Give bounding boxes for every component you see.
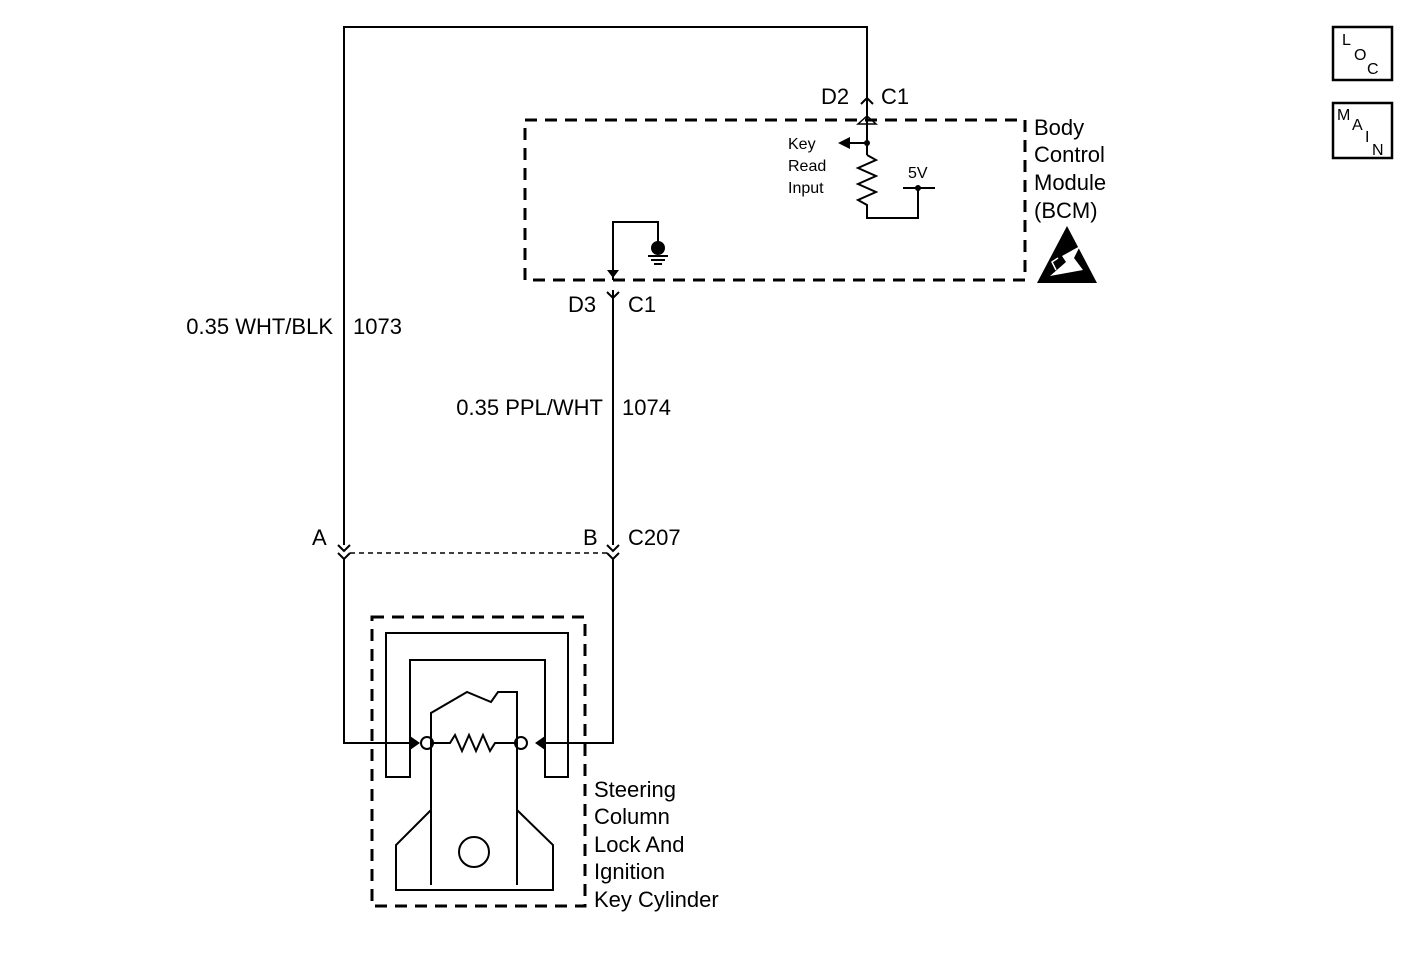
loc-letter-2: O xyxy=(1354,47,1366,64)
component-label-line-4: Ignition xyxy=(594,859,665,884)
key-read-input-line-3: Input xyxy=(788,180,824,197)
connector-d2-label: D2 xyxy=(821,84,849,109)
wire-1073-circuit: 1073 xyxy=(353,314,402,339)
component-label-line-1: Steering xyxy=(594,777,676,802)
voltage-label: 5V xyxy=(908,165,928,182)
loc-button[interactable]: L O C xyxy=(1331,25,1394,82)
key-slot-icon xyxy=(458,836,490,868)
ground-icon xyxy=(651,241,665,255)
ignition-cylinder-box xyxy=(370,615,587,908)
wire-1073 xyxy=(343,26,868,545)
pullup-resistor-symbol xyxy=(855,154,919,219)
wire-1074-lower xyxy=(545,559,614,744)
key-read-input-line-2: Read xyxy=(788,158,826,175)
arrow-left-icon xyxy=(838,137,850,149)
bcm-label-line-1: Body xyxy=(1034,115,1084,140)
component-label-line-2: Column xyxy=(594,804,670,829)
connector-d2-symbol xyxy=(860,96,874,105)
component-label-line-5: Key Cylinder xyxy=(594,887,719,912)
loc-letter-3: C xyxy=(1367,61,1379,78)
bcm-box xyxy=(523,118,1027,282)
bcm-label-line-2: Control xyxy=(1034,142,1105,167)
bcm-label-line-3: Module xyxy=(1034,170,1106,195)
wire-1073-gauge-color: 0.35 WHT/BLK xyxy=(186,314,333,339)
connector-c207-pin-a: A xyxy=(312,525,327,550)
component-label-line-3: Lock And xyxy=(594,832,685,857)
key-resistor-symbol xyxy=(433,732,515,754)
connector-c207-label: C207 xyxy=(628,525,681,550)
ignition-cylinder-symbol xyxy=(385,632,569,891)
connector-c207-symbol xyxy=(337,544,620,561)
bcm-internal-circuit xyxy=(607,114,935,280)
connector-d3-label: D3 xyxy=(568,292,596,317)
wire-1074-gauge-color: 0.35 PPL/WHT xyxy=(456,395,603,420)
main-button[interactable]: M A I N xyxy=(1331,101,1394,160)
connector-c1-top-label: C1 xyxy=(881,84,909,109)
connector-d3-symbol xyxy=(606,291,620,300)
main-letter-3: I xyxy=(1365,129,1369,146)
arrow-down-icon xyxy=(607,270,619,278)
wire-1073-lower xyxy=(343,559,410,744)
loc-letter-1: L xyxy=(1342,32,1351,49)
bcm-label-line-4: (BCM) xyxy=(1034,198,1098,223)
main-letter-4: N xyxy=(1372,142,1384,159)
wire-1074-circuit: 1074 xyxy=(622,395,671,420)
esd-warning-icon xyxy=(1037,226,1097,283)
main-letter-2: A xyxy=(1352,117,1363,134)
key-read-input-line-1: Key xyxy=(788,136,816,153)
input-arrow-up-icon xyxy=(856,114,878,125)
connector-c1-bottom-label: C1 xyxy=(628,292,656,317)
main-letter-1: M xyxy=(1337,107,1350,124)
connector-c207-pin-b: B xyxy=(583,525,598,550)
